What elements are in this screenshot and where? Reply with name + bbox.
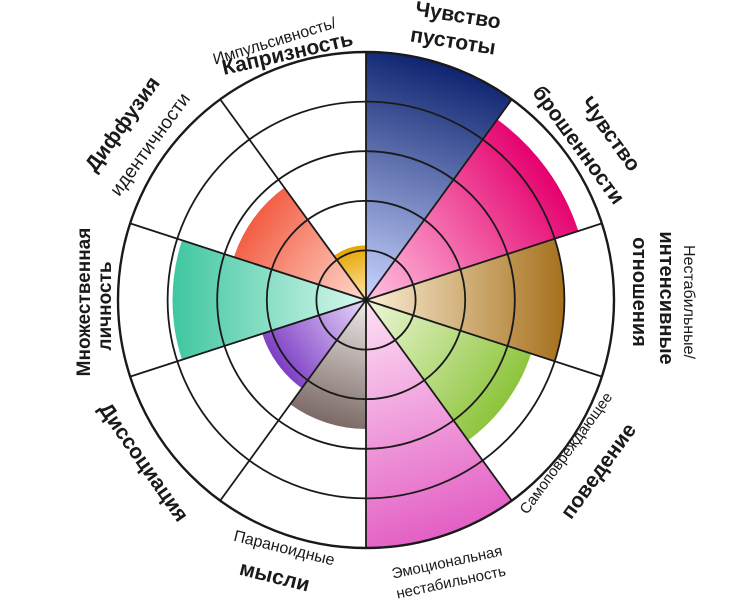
label-relationships-line3: отношения: [628, 237, 650, 347]
spoke-8: [129, 222, 367, 301]
segment-8: [233, 187, 366, 300]
segment-3: [366, 300, 532, 441]
label-multiple-personality-line1: Множественная: [74, 228, 95, 377]
segment-0: [366, 52, 512, 300]
spoke-9: [219, 98, 367, 301]
spoke-6: [219, 299, 367, 502]
wheel-segments: [172, 52, 579, 548]
spoke-4: [365, 299, 513, 502]
label-relationships-line2: интенсивные: [655, 231, 677, 364]
spoke-2: [365, 222, 603, 301]
spoke-3: [365, 299, 603, 378]
segment-1: [366, 119, 579, 301]
spoke-1: [365, 98, 513, 301]
label-multiple-personality-line2: личность: [95, 261, 116, 350]
segment-4: [366, 300, 512, 548]
label-paranoid-line2: мысли: [237, 557, 312, 597]
label-relationships-line1: Нестабильные/: [680, 245, 697, 360]
spoke-7: [129, 299, 367, 378]
wheel-grid: [116, 50, 616, 550]
segment-6: [262, 300, 366, 389]
segment-9: [333, 245, 366, 300]
